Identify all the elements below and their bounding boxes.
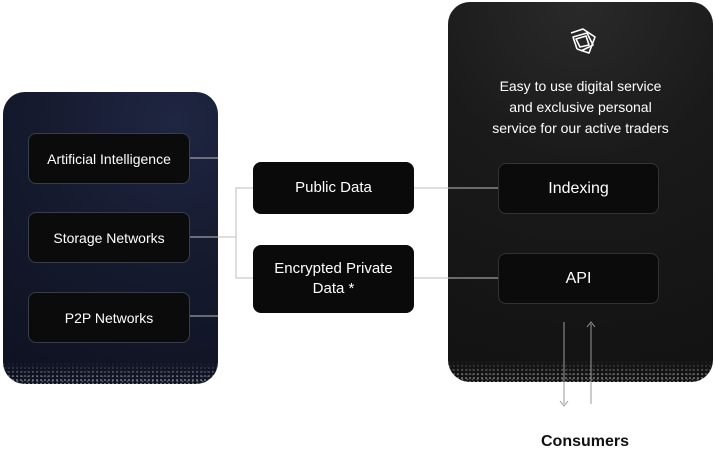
- source-label: P2P Networks: [64, 309, 154, 326]
- tagline-line: and exclusive personal: [509, 99, 652, 115]
- source-storage: Storage Networks: [28, 212, 190, 263]
- triangular-knot-logo-icon: [570, 28, 596, 54]
- api-label: API: [565, 269, 592, 287]
- private-data-box: Encrypted Private Data *: [253, 245, 414, 313]
- private-data-label-line2: Data *: [312, 280, 355, 297]
- public-data-box: Public Data: [253, 162, 414, 214]
- private-data-label-line1: Encrypted Private: [274, 260, 393, 277]
- source-label: Artificial Intelligence: [47, 150, 171, 167]
- panel-texture: [448, 360, 713, 382]
- source-ai: Artificial Intelligence: [28, 133, 190, 184]
- service-tagline: Easy to use digital service and exclusiv…: [448, 76, 713, 139]
- down-arrow-icon: [559, 400, 569, 407]
- indexing-box: Indexing: [498, 163, 659, 214]
- api-box: API: [498, 253, 659, 304]
- consumers-label: Consumers: [540, 433, 630, 450]
- connector-to-private: [235, 237, 254, 279]
- connector-to-public: [235, 187, 254, 237]
- public-data-label: Public Data: [295, 179, 372, 196]
- up-arrow-icon: [586, 321, 596, 328]
- panel-texture: [3, 362, 218, 384]
- tagline-line: Easy to use digital service: [499, 78, 662, 94]
- indexing-label: Indexing: [548, 179, 609, 197]
- source-label: Storage Networks: [53, 229, 165, 246]
- tagline-line: service for our active traders: [492, 120, 669, 136]
- source-p2p: P2P Networks: [28, 292, 190, 343]
